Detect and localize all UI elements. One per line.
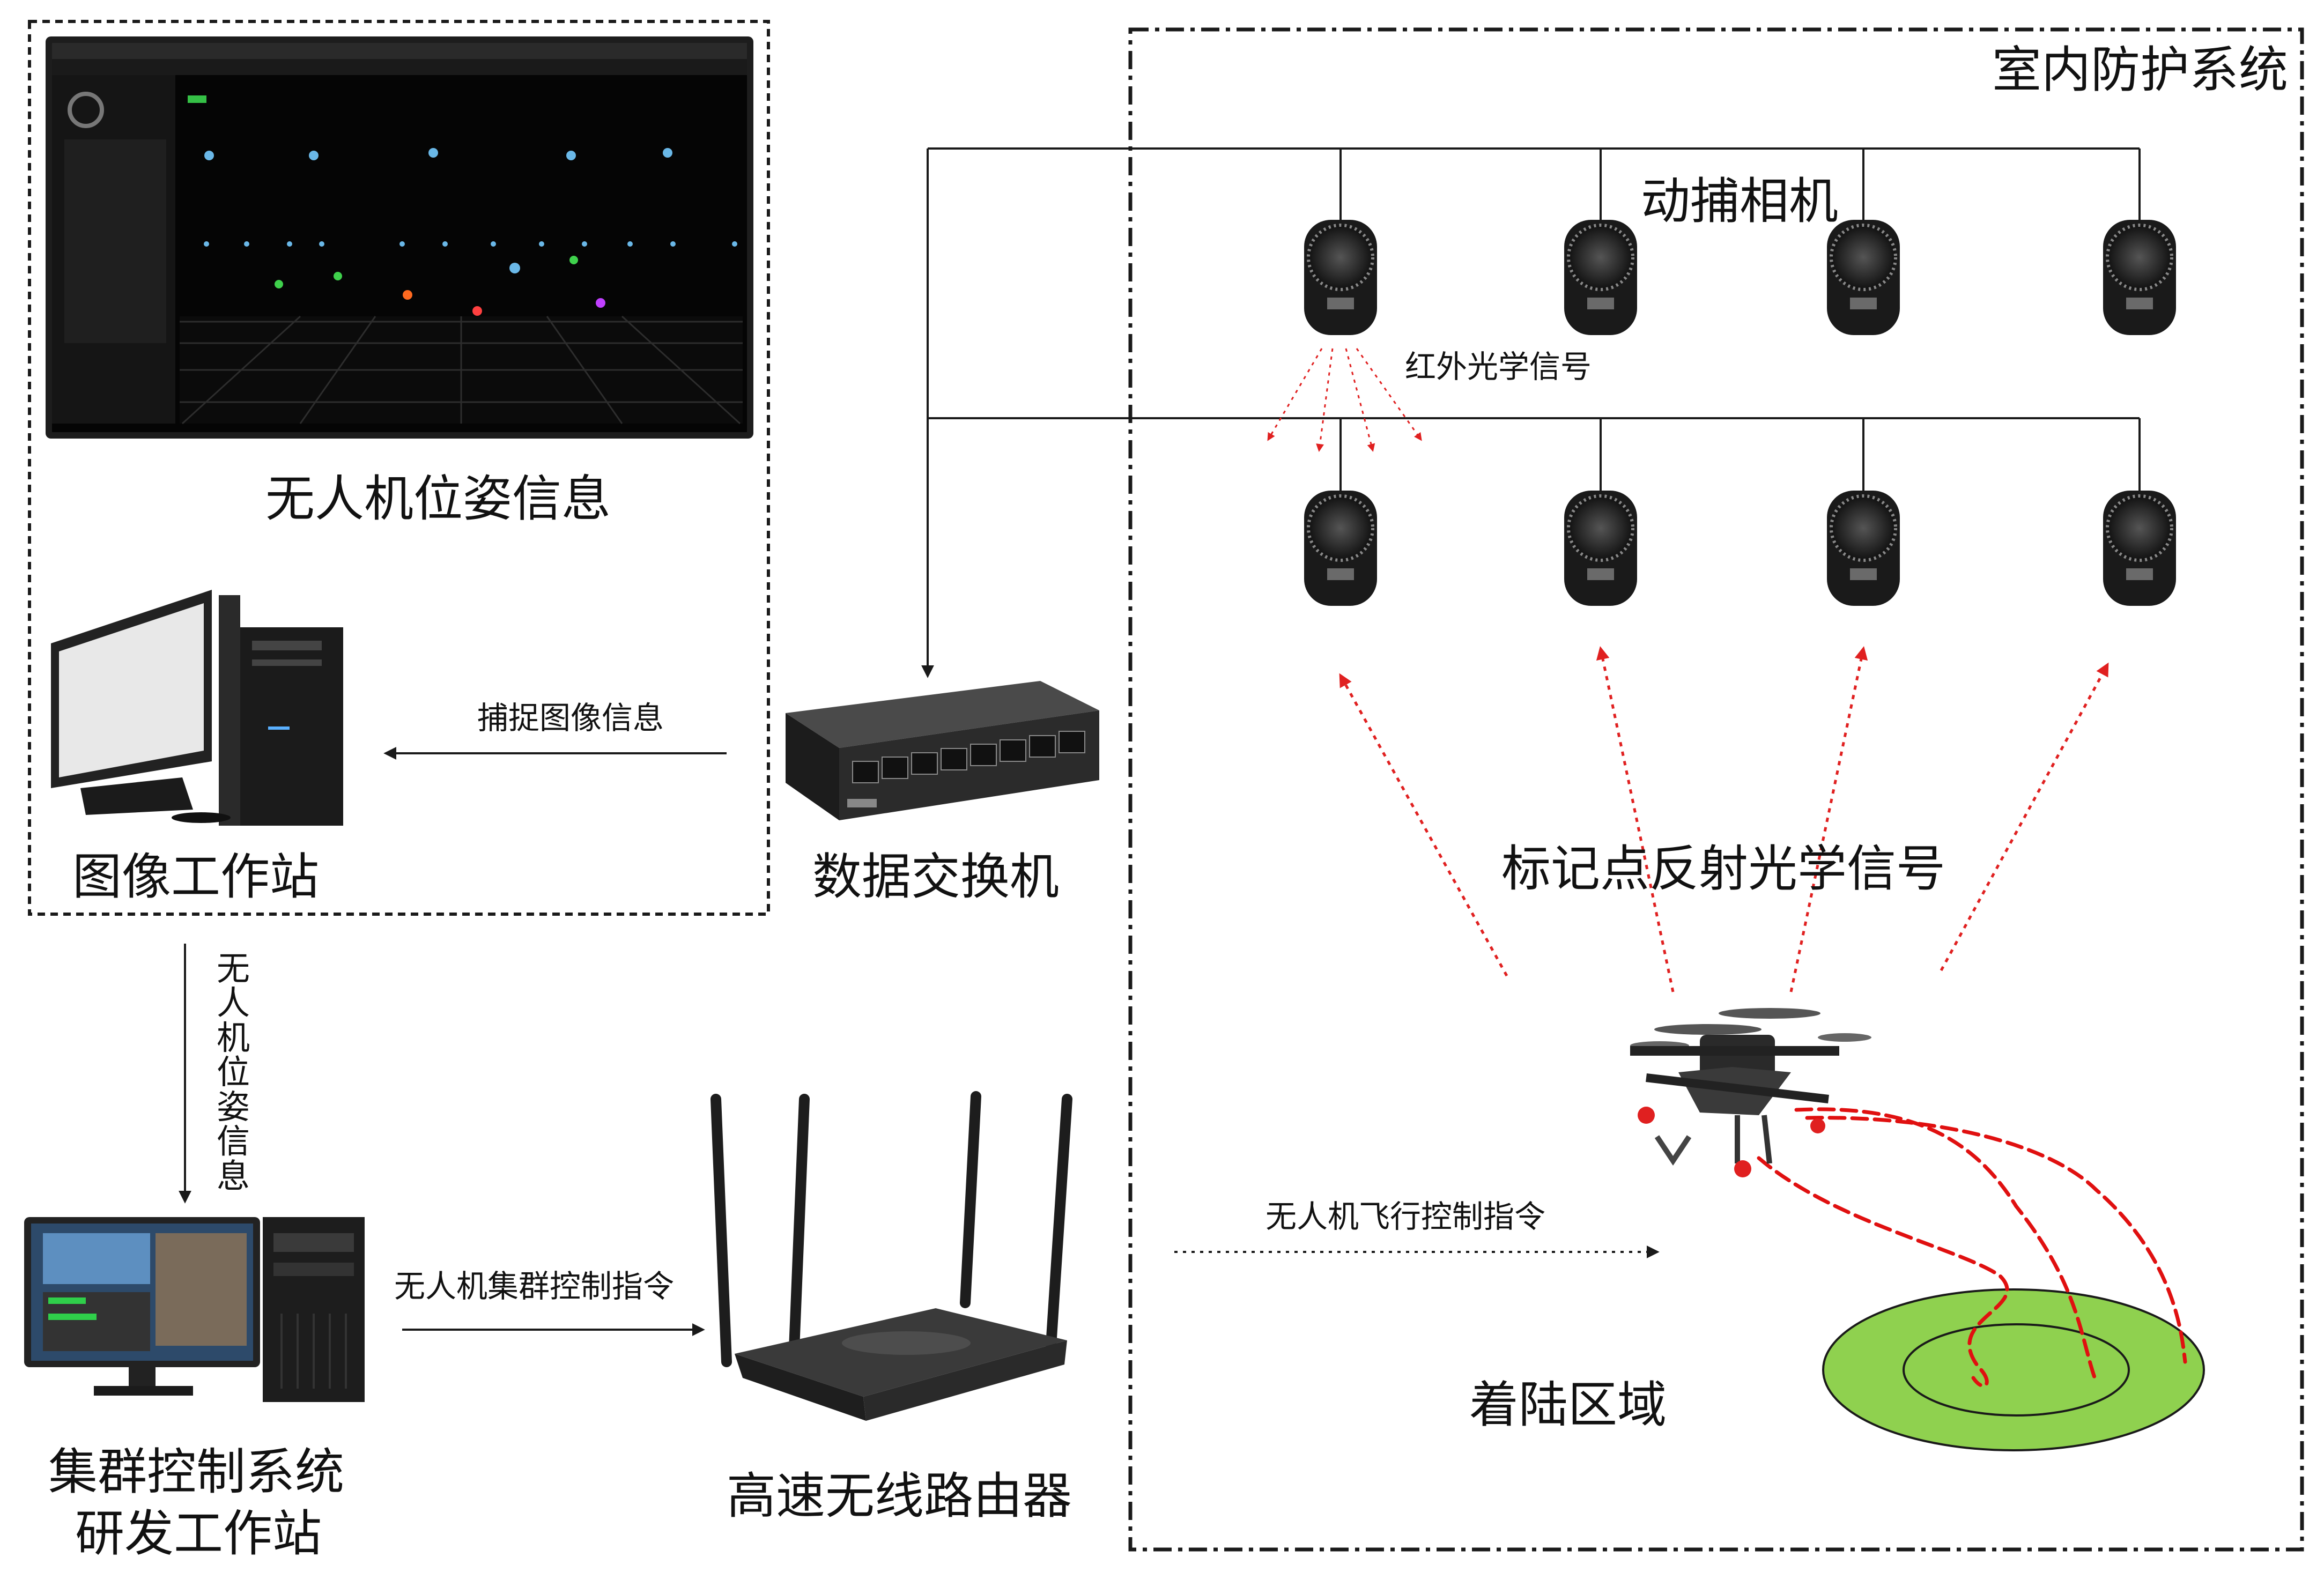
flight-path-lines	[1757, 1107, 2187, 1388]
marker-reflection-arrows	[1339, 646, 2109, 992]
capture-image-label: 捕捉图像信息	[477, 700, 664, 736]
flight-command-label: 无人机飞行控制指令	[1265, 1198, 1546, 1235]
wifi-router-icon	[710, 1091, 1072, 1421]
cluster-station-label-line2: 研发工作站	[75, 1505, 322, 1562]
mocap-camera-icon	[1564, 491, 1637, 606]
indoor-protection-system-title: 室内防护系统	[1992, 41, 2289, 99]
infrared-signal-label: 红外光学信号	[1405, 348, 1592, 385]
mocap-camera-icon	[1304, 491, 1377, 606]
marker-reflection-label: 标记点反射光学信号	[1501, 840, 1946, 898]
mocap-camera-icon	[1304, 220, 1377, 335]
infrared-rays	[1267, 348, 1422, 452]
pose-info-vertical-label: 无人机位姿信息	[216, 949, 250, 1196]
camera-bus-lines	[921, 147, 2141, 678]
cluster-station-label-line1: 集群控制系统	[48, 1443, 345, 1501]
mocap-camera-icon	[2103, 220, 2176, 335]
network-switch-icon	[786, 681, 1099, 820]
image-workstation-label: 图像工作站	[72, 848, 320, 906]
workstation-computer-icon	[51, 590, 343, 826]
landing-zone	[1822, 1288, 2205, 1451]
left-group-box	[28, 20, 770, 916]
cluster-command-label: 无人机集群控制指令	[394, 1268, 675, 1304]
mocap-camera-icon	[1827, 220, 1900, 335]
mocap-camera-icon	[2103, 491, 2176, 606]
pose-monitor	[46, 36, 753, 439]
cluster-workstation-computer-icon	[24, 1217, 365, 1402]
router-label: 高速无线路由器	[727, 1467, 1072, 1525]
pose-info-label: 无人机位姿信息	[265, 470, 611, 528]
mocap-camera-icon	[1564, 220, 1637, 335]
mocap-camera-icon	[1827, 491, 1900, 606]
quadcopter-drone-icon	[1630, 1008, 1871, 1177]
data-switch-label: 数据交换机	[812, 848, 1060, 906]
landing-zone-label: 着陆区域	[1469, 1376, 1667, 1434]
mocap-camera-label: 动捕相机	[1641, 173, 1839, 230]
